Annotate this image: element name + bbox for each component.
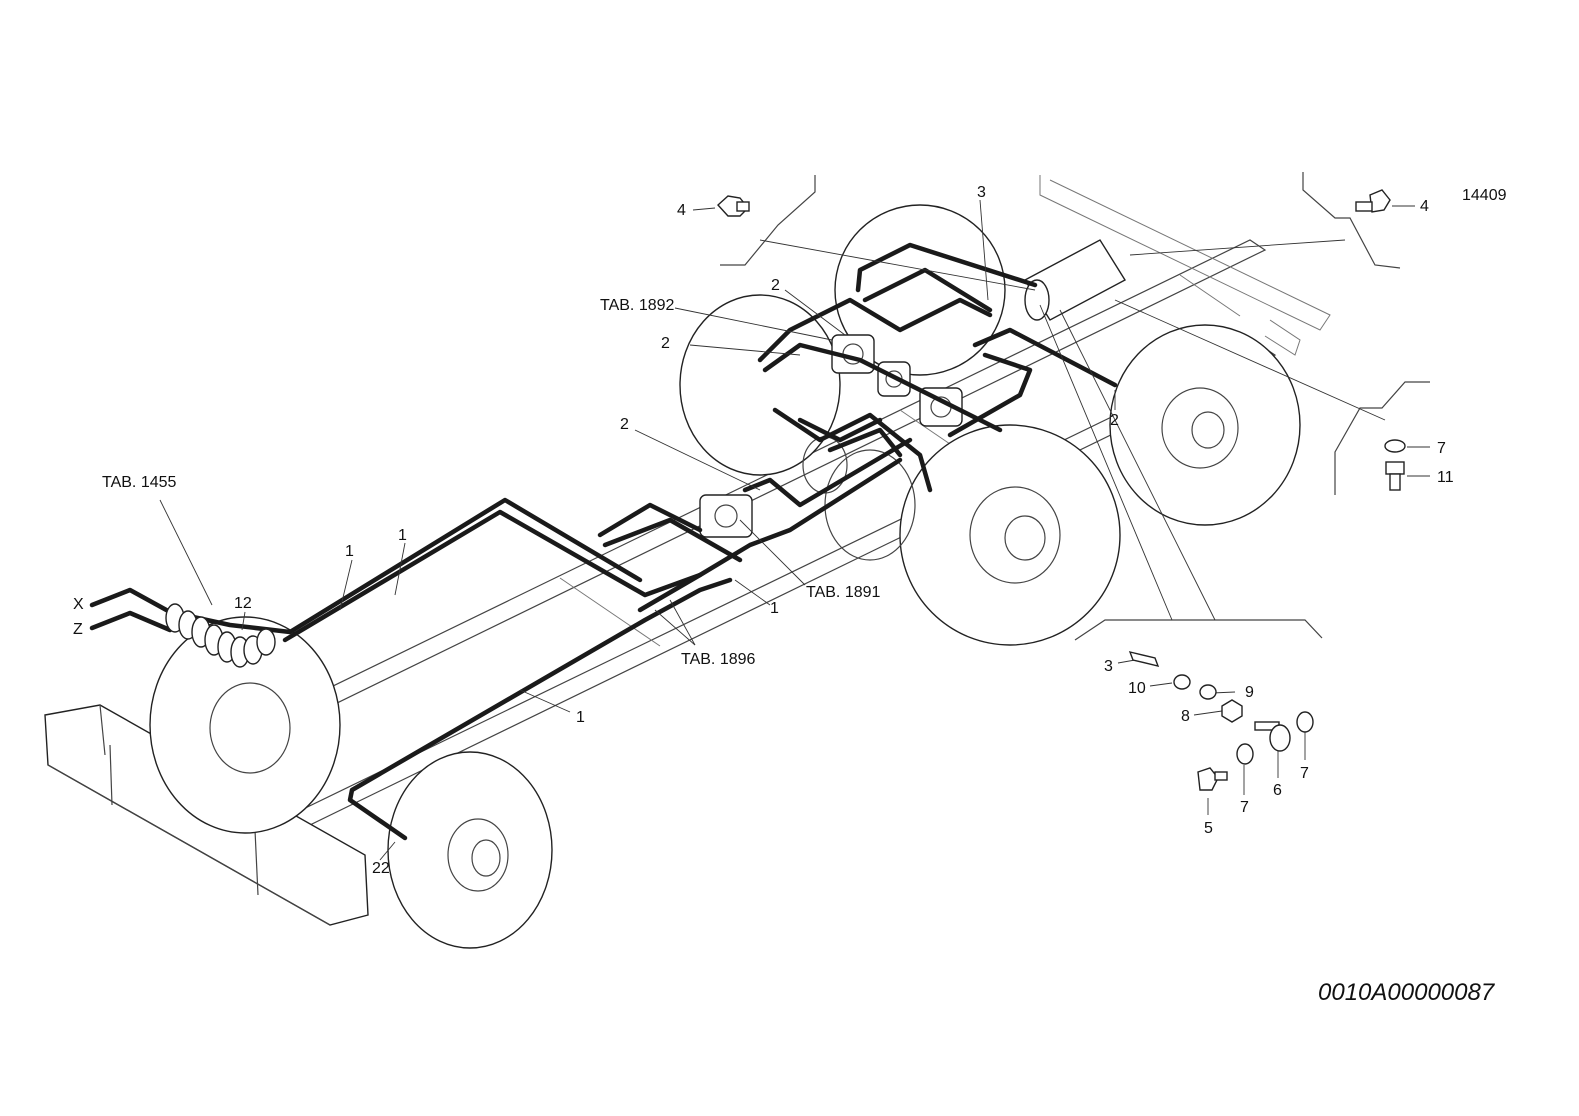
callout-2-c: 2 — [620, 416, 629, 433]
callout-1-b: 1 — [398, 527, 407, 544]
bushing-icon — [1173, 674, 1191, 690]
coiled-hose — [165, 603, 276, 668]
callout-4-right: 4 — [1420, 198, 1429, 215]
callout-12: 12 — [234, 595, 252, 612]
ref-tab-1455: TAB. 1455 — [102, 474, 177, 491]
callout-7-top: 7 — [1437, 440, 1446, 457]
hardware-parts — [717, 189, 1406, 791]
callout-4-left: 4 — [677, 202, 686, 219]
callout-2-a: 2 — [771, 277, 780, 294]
callout-10: 10 — [1128, 680, 1146, 697]
screw-icon — [1197, 767, 1228, 791]
bolt-icon — [1355, 189, 1391, 213]
nut-icon — [1221, 699, 1243, 723]
drawing-code: 0010A00000087 — [1318, 979, 1496, 1006]
ref-tab-1892: TAB. 1892 — [600, 297, 675, 314]
callout-2-d: 2 — [1110, 412, 1119, 429]
front-wheels — [149, 616, 553, 949]
banjo-fitting-icon — [1254, 721, 1291, 752]
callout-6: 6 — [1273, 782, 1282, 799]
air-reservoir — [1024, 239, 1126, 321]
callout-3-detail: 3 — [1104, 658, 1113, 675]
washer-icon — [1236, 743, 1254, 765]
callout-22: 22 — [372, 860, 390, 877]
callout-7-right: 7 — [1300, 765, 1309, 782]
callout-2-b: 2 — [661, 335, 670, 352]
callout-1-d: 1 — [576, 709, 585, 726]
callout-7-mid: 7 — [1240, 799, 1249, 816]
bushing-icon — [1199, 684, 1217, 700]
pin-icon — [1128, 651, 1160, 667]
callout-5: 5 — [1204, 820, 1213, 837]
detail-frames — [720, 172, 1430, 641]
callout-1-a: 1 — [345, 543, 354, 560]
connection-z-label: Z — [73, 621, 83, 638]
washer-icon — [1296, 711, 1314, 733]
ref-tab-1896: TAB. 1896 — [681, 651, 756, 668]
rear-wheels — [679, 204, 1301, 646]
callout-9: 9 — [1245, 684, 1254, 701]
callout-3-top: 3 — [977, 184, 986, 201]
sheet-number: 14409 — [1462, 187, 1507, 204]
fitting-icon — [1385, 461, 1405, 491]
leader-lines — [159, 199, 1430, 861]
callout-1-c: 1 — [770, 600, 779, 617]
washer-icon — [1384, 439, 1406, 453]
ref-tab-1891: TAB. 1891 — [806, 584, 881, 601]
brake-pipes — [89, 242, 1118, 841]
callout-8: 8 — [1181, 708, 1190, 725]
connection-x-label: X — [73, 596, 84, 613]
bolt-icon — [717, 195, 750, 217]
callout-11: 11 — [1437, 469, 1454, 486]
